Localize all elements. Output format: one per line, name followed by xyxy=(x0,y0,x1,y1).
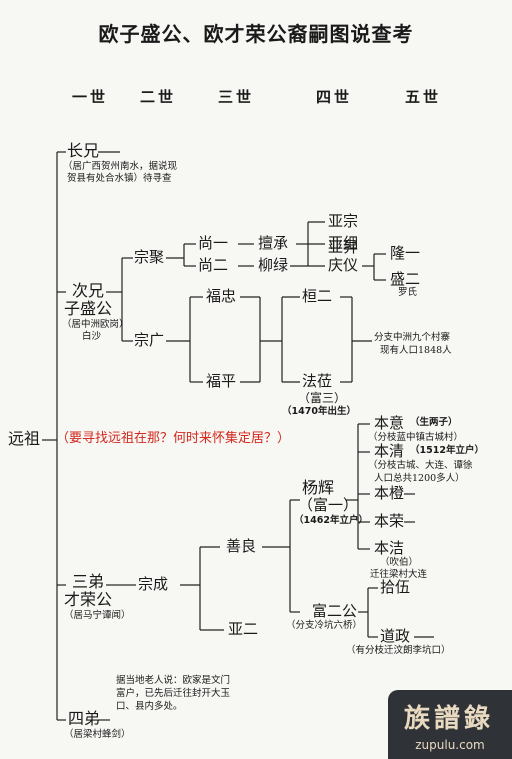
third-brother-name: 才荣公 xyxy=(64,590,113,609)
shenger-wife: 罗氏 xyxy=(398,287,418,298)
benyi-note: （生两子） xyxy=(410,417,458,428)
fali-birth-year: （1470年出生） xyxy=(282,406,356,417)
fuping: 福平 xyxy=(206,372,237,390)
generation-header-1: 一世 xyxy=(72,88,109,106)
longyi: 隆一 xyxy=(390,244,421,262)
fourth-brother-desc-1: 据当地老人说：欧家是文门 xyxy=(116,675,231,686)
page-title: 欧子盛公、欧才荣公裔嗣图说查考 xyxy=(98,22,414,46)
benqing-year: （1512年立户） xyxy=(410,445,484,456)
benrong: 本荣 xyxy=(374,512,405,530)
zongcheng: 宗成 xyxy=(138,575,169,593)
fourth-brother: 四弟 xyxy=(68,709,101,728)
elder-brother-note-1: （居广西贺州南水，据说现 xyxy=(63,161,178,172)
benjie-note-2: 迁往梁村大连 xyxy=(370,569,428,580)
yasheng: 亚昇 xyxy=(328,238,359,256)
bencheng: 本橙 xyxy=(374,484,405,502)
yaxi: 亚细 xyxy=(328,234,359,252)
yaer: 亚二 xyxy=(228,620,259,638)
fali-alias: （富三） xyxy=(298,391,347,405)
benjie: 本洁 xyxy=(374,539,405,557)
tancheng: 擅承 xyxy=(258,234,289,252)
generation-header-3: 三世 xyxy=(218,88,255,106)
yanghui-alias: （富一） xyxy=(298,496,359,514)
third-brother-rank: 三弟 xyxy=(72,572,105,591)
yanghui: 杨辉 xyxy=(302,478,335,497)
liulv: 柳绿 xyxy=(258,256,289,274)
yanghui-year: （1462年立户） xyxy=(294,515,368,526)
fuzhong: 福忠 xyxy=(206,287,237,305)
benjie-note-1: （吹伯） xyxy=(380,557,419,568)
huaner: 桓二 xyxy=(302,287,333,305)
benyi: 本意 xyxy=(374,414,405,432)
shenger: 盛二 xyxy=(390,270,421,288)
fuergong: 富二公 xyxy=(312,602,358,620)
elder-brother-note-2: 贺县有处合水镇）待寻查 xyxy=(67,173,172,184)
shanliang: 善良 xyxy=(226,537,257,555)
generation-header-2: 二世 xyxy=(140,88,177,106)
second-brother-rank: 次兄 xyxy=(72,281,105,300)
elder-brother: 长兄 xyxy=(67,141,100,160)
fourth-brother-desc-3: 口、县内多处。 xyxy=(116,701,183,712)
fourth-brother-desc-2: 富户，已先后迁往封开大玉 xyxy=(116,688,231,699)
daozheng-note: （有分枝迁汶朗李坑口） xyxy=(346,645,451,656)
daozheng: 道政 xyxy=(380,627,411,645)
qingyi: 庆仪 xyxy=(328,256,359,274)
fali: 法莅 xyxy=(302,372,333,390)
shangyi: 尚一 xyxy=(198,234,229,252)
root-question-note: （要寻找远祖在那？何时来怀集定居？） xyxy=(56,431,291,446)
second-brother-note-2: 白沙 xyxy=(82,331,102,342)
benyi-branch: （分枝蓝中镇古城村） xyxy=(368,432,464,443)
benqing-branch-1: （分枝古城、大连、谭徐 xyxy=(368,460,473,471)
zongguang: 宗广 xyxy=(134,331,165,349)
benqing: 本清 xyxy=(374,442,405,460)
root-ancestor: 远祖 xyxy=(8,429,41,448)
third-brother-note: （居马宁谭闻） xyxy=(64,610,131,621)
logo-text: 族譜錄 xyxy=(404,704,495,734)
branch-note-2: 现有人口1848人 xyxy=(380,345,452,356)
branch-note-1: 分支中洲九个村寨 xyxy=(374,332,451,343)
benqing-branch-2: 人口总共1200多人） xyxy=(374,473,465,484)
second-brother-note: （居中洲欧岗） xyxy=(62,319,129,330)
generation-header-5: 五世 xyxy=(405,88,442,106)
shiwu: 拾伍 xyxy=(380,578,411,596)
yazong: 亚宗 xyxy=(328,212,359,230)
second-brother-name: 子盛公 xyxy=(64,299,113,318)
zupulu-logo: 族譜錄 zupulu.com xyxy=(388,690,512,759)
shanger: 尚二 xyxy=(198,256,229,274)
fourth-brother-note: （居梁村蜂剑） xyxy=(64,729,131,740)
zongju: 宗聚 xyxy=(134,248,165,266)
fuergong-note: （分支冷坑六桥） xyxy=(286,620,363,631)
generation-header-4: 四世 xyxy=(316,88,353,106)
logo-url: zupulu.com xyxy=(415,738,485,752)
